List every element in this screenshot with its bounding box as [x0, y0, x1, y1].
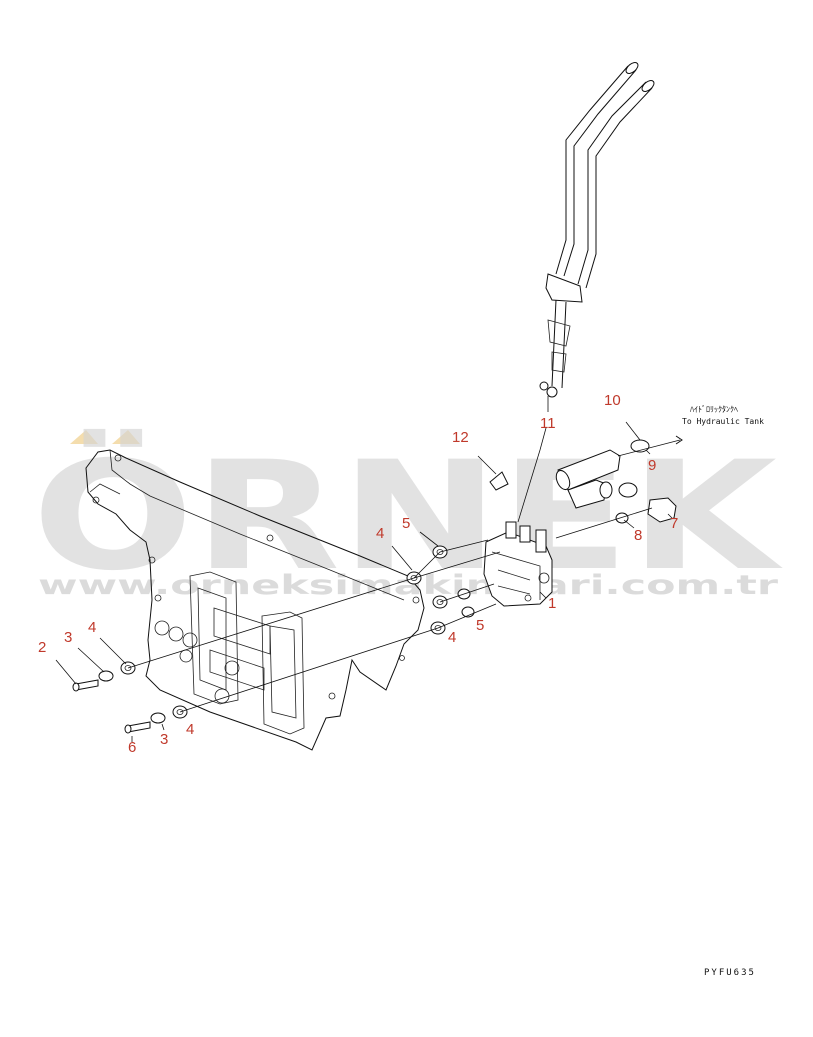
- callout-9: 9: [648, 457, 656, 474]
- mounting-plate: [85, 449, 425, 751]
- fittings: [555, 482, 677, 539]
- leader-lines: [55, 396, 673, 742]
- note-english: To Hydraulic Tank: [682, 417, 764, 426]
- callout-4-front-lower: 4: [186, 721, 194, 738]
- callout-11: 11: [540, 415, 556, 432]
- bolts-front: [72, 661, 188, 734]
- callout-3-upper: 3: [64, 629, 72, 646]
- callout-5-mid: 5: [476, 617, 484, 634]
- callout-7: 7: [670, 515, 678, 532]
- callout-8: 8: [634, 527, 642, 544]
- small-bracket: [489, 471, 509, 491]
- note-japanese: ﾊｲﾄﾞﾛﾘｯｸﾀﾝｸﾍ: [690, 405, 738, 414]
- hose: [555, 435, 683, 509]
- callout-1: 1: [548, 595, 556, 612]
- callout-10: 10: [604, 392, 621, 409]
- callout-4-front-upper: 4: [88, 619, 96, 636]
- callout-3-lower: 3: [160, 731, 168, 748]
- callout-2: 2: [38, 639, 46, 656]
- drawing-code: PYFU635: [704, 968, 756, 978]
- callout-5-top: 5: [402, 515, 410, 532]
- callout-12: 12: [452, 429, 469, 446]
- ppc-lever-assembly: [539, 62, 655, 398]
- watermark-accent-right: [112, 430, 140, 444]
- callout-4-mid: 4: [448, 629, 456, 646]
- callout-4-top: 4: [376, 525, 384, 542]
- callout-6: 6: [128, 739, 136, 756]
- watermark-accent-left: [70, 430, 98, 444]
- callouts: 1 2 3 3 4 4 4 4 4 5 5 6 7 8 9 10 11 12: [38, 392, 678, 756]
